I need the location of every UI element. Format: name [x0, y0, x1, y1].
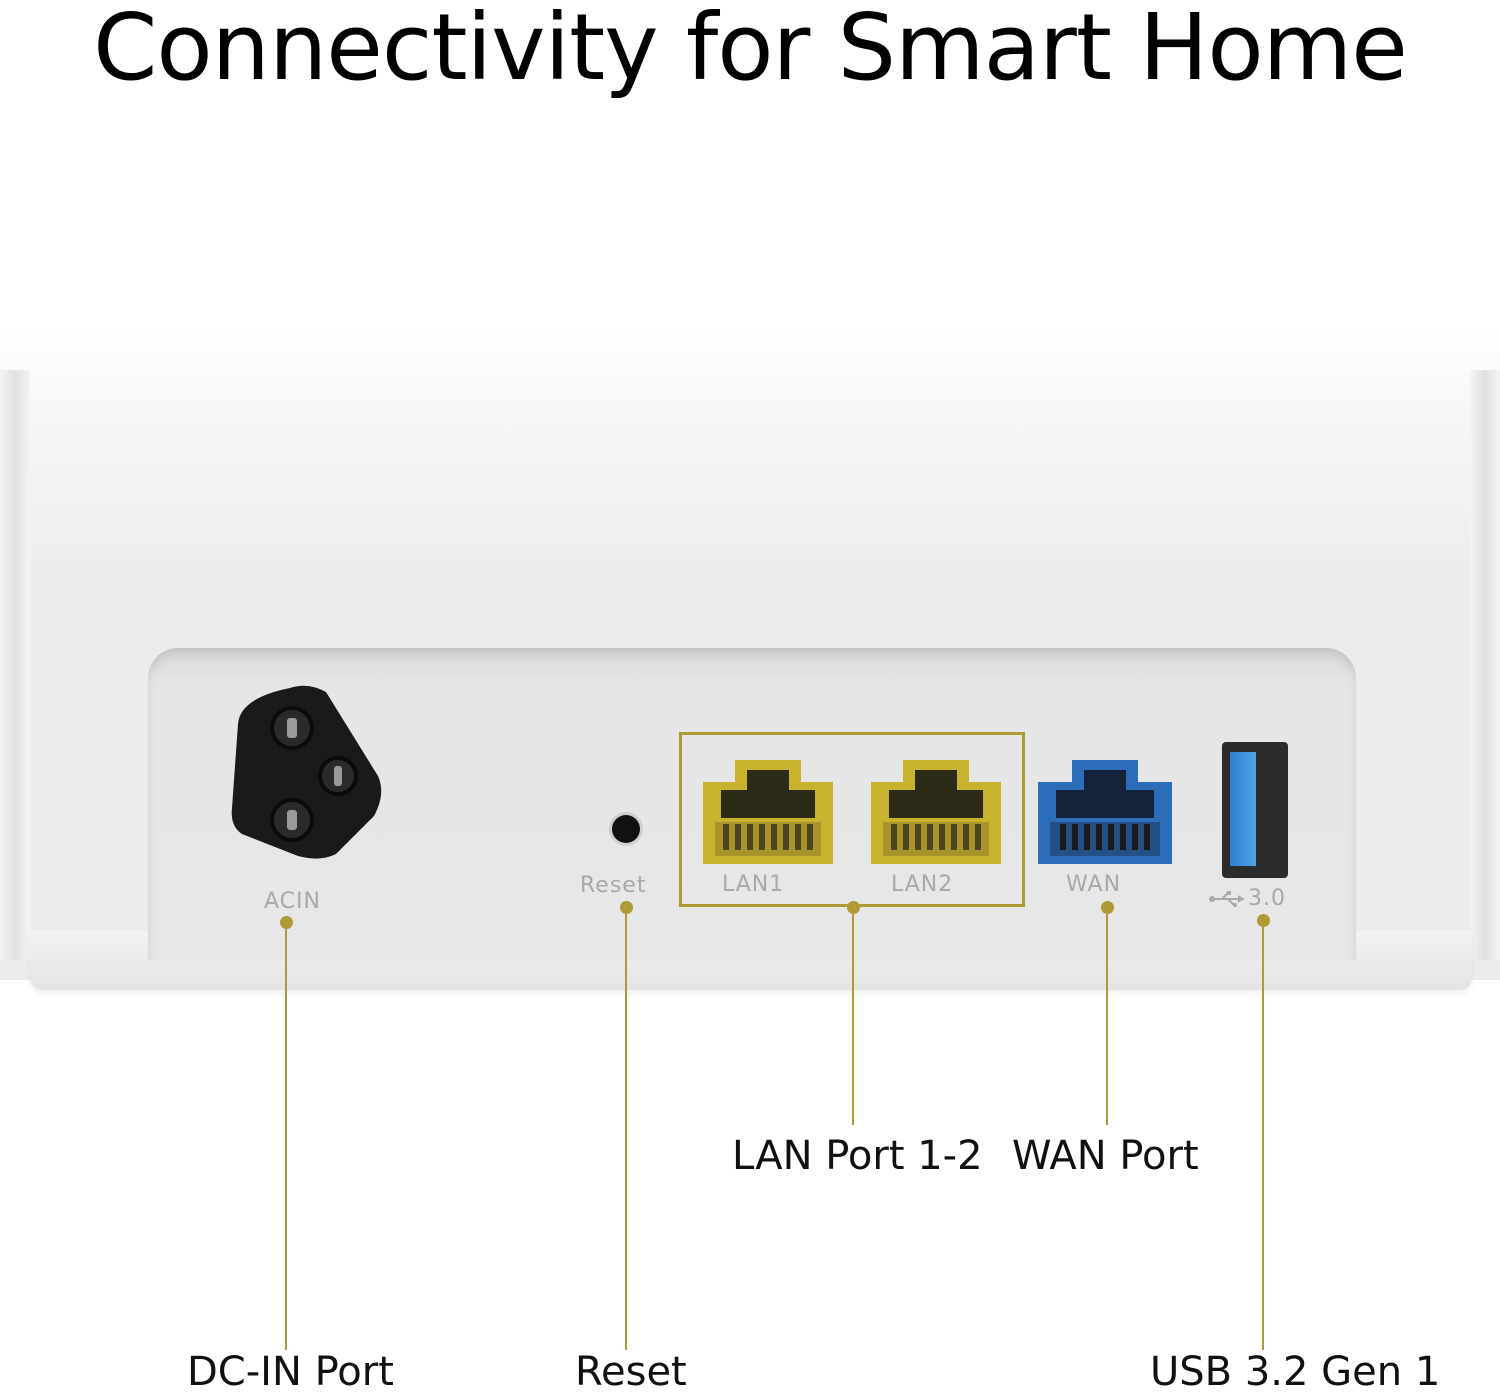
reset-leader-line — [625, 907, 627, 1350]
reset-pinhole-icon[interactable] — [612, 815, 640, 843]
lan-leader-line — [852, 907, 854, 1125]
ethernet-port-icon[interactable] — [1038, 760, 1172, 864]
lan-callout: LAN Port 1-2 — [732, 1133, 983, 1179]
ethernet-port-icon[interactable] — [703, 760, 833, 864]
wan-callout: WAN Port — [1012, 1133, 1199, 1179]
lan2-silk-label: LAN2 — [891, 872, 954, 897]
wan-silk-label: WAN — [1066, 872, 1122, 897]
ac-power-inlet-icon — [231, 685, 382, 859]
reset-silk-label: Reset — [580, 873, 647, 898]
usb-port-icon[interactable] — [1222, 742, 1288, 878]
reset-callout: Reset — [575, 1349, 687, 1395]
dcin-callout: DC-IN Port — [187, 1349, 394, 1395]
acin-silk-label: ACIN — [264, 889, 321, 914]
usb-silk-label: 3.0 — [1248, 886, 1286, 911]
usb-callout: USB 3.2 Gen 1 — [1150, 1349, 1441, 1395]
dcin-leader-line — [285, 922, 287, 1350]
usb-logo-icon — [1209, 891, 1244, 907]
router-right-edge — [1470, 370, 1500, 960]
headline: Connectivity for Smart Home — [93, 0, 1408, 101]
ethernet-port-icon[interactable] — [871, 760, 1001, 864]
usb-leader-line — [1262, 920, 1264, 1350]
usb-port-tongue — [1230, 752, 1256, 866]
lan1-silk-label: LAN1 — [722, 872, 785, 897]
router-left-edge — [0, 370, 30, 960]
wan-leader-line — [1106, 907, 1108, 1125]
